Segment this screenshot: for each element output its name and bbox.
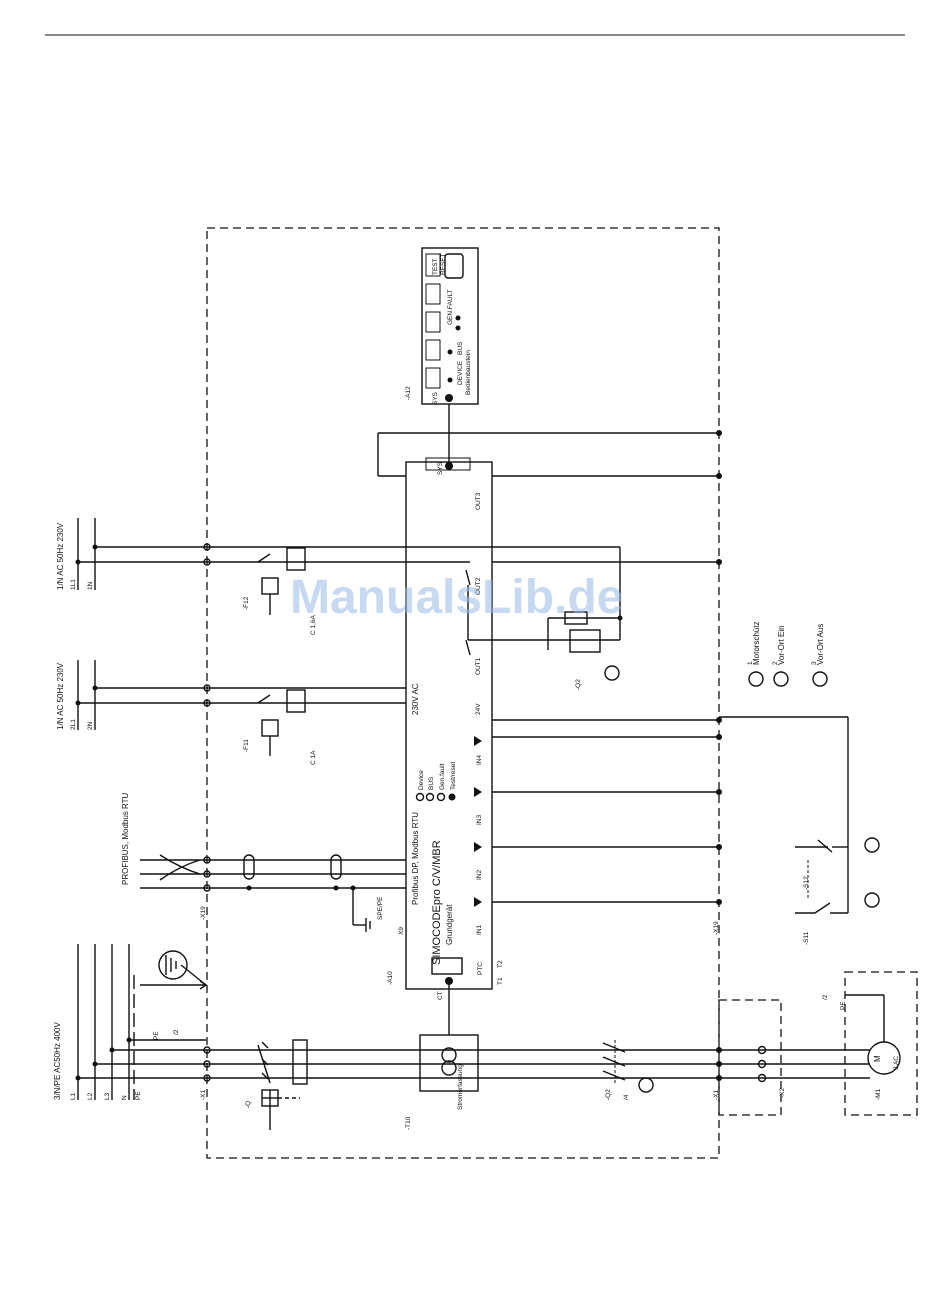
- svg-text:PE: PE: [840, 1001, 847, 1010]
- svg-text:-M1: -M1: [875, 1088, 882, 1100]
- motor-m1: [845, 994, 901, 1075]
- svg-text:-X2: -X2: [779, 1088, 786, 1099]
- legend-vor-ort-aus: Vor-Ort Aus: [816, 624, 825, 665]
- svg-text:TEST: TEST: [432, 258, 439, 275]
- svg-text:IN2: IN2: [476, 870, 483, 881]
- svg-text:DEVICE: DEVICE: [457, 360, 464, 385]
- svg-text:C 1,6A: C 1,6A: [310, 614, 317, 635]
- aux-supply-wiring: [75, 518, 620, 756]
- svg-text:PTC: PTC: [477, 962, 484, 975]
- svg-text:-S12: -S12: [803, 876, 810, 890]
- motor-enclosure: [844, 971, 918, 1116]
- svg-text:L2: L2: [87, 1092, 94, 1100]
- svg-text:IN1: IN1: [476, 925, 483, 936]
- svg-text:RESET: RESET: [440, 253, 447, 275]
- profibus-wiring: [140, 854, 406, 932]
- svg-text:-Q2: -Q2: [605, 1089, 612, 1100]
- svg-text:Test/reset: Test/reset: [450, 762, 457, 790]
- svg-text:SYS: SYS: [437, 461, 444, 475]
- supply2-label: 1/N AC 50Hz 230V: [56, 662, 65, 730]
- svg-text:OUT1: OUT1: [475, 657, 482, 675]
- svg-text:T2: T2: [497, 960, 504, 968]
- svg-text:24V: 24V: [475, 703, 482, 715]
- svg-text:GEN.FAULT: GEN.FAULT: [447, 289, 454, 325]
- svg-text:OUT2: OUT2: [475, 577, 482, 595]
- cabinet-enclosure: [206, 227, 720, 1159]
- svg-text:PE: PE: [135, 1091, 142, 1100]
- svg-text:CT: CT: [437, 991, 444, 1000]
- svg-text:Device: Device: [418, 770, 425, 790]
- svg-text:M: M: [873, 1055, 882, 1062]
- legend-circles: [604, 665, 880, 1093]
- ct-connector: [431, 957, 463, 975]
- svg-text:/4: /4: [623, 1094, 630, 1100]
- svg-text:1: 1: [747, 661, 754, 665]
- svg-text:1L1: 1L1: [70, 579, 77, 590]
- profibus-label: PROFIBUS, Modbus RTU: [121, 792, 130, 885]
- device-title: SIMOCODEpro C/V/MBR: [431, 840, 443, 965]
- svg-text:-A12: -A12: [405, 386, 412, 400]
- device-input-terminals: [474, 716, 849, 914]
- svg-text:BUS: BUS: [457, 341, 464, 355]
- main-breaker-q: [257, 1039, 308, 1130]
- x2-enclosure: [718, 999, 782, 1116]
- svg-text:-F12: -F12: [243, 596, 250, 610]
- text-labels: 3/N/PE AC50Hz 400V L1 L2 L3 N PE 1/N AC …: [53, 253, 900, 1130]
- svg-text:-F11: -F11: [243, 739, 250, 752]
- watermark: ManualsLib.de: [290, 571, 623, 624]
- svg-text:-X1: -X1: [713, 1090, 720, 1101]
- ct-port-icon: [445, 977, 453, 985]
- svg-text:2: 2: [772, 661, 779, 665]
- svg-text:-A10: -A10: [387, 971, 394, 985]
- svg-text:230V AC: 230V AC: [411, 683, 420, 715]
- contactor-q2-main: [602, 1040, 626, 1085]
- x1-terminals-out: [716, 1045, 870, 1083]
- svg-text:-T10: -T10: [405, 1116, 412, 1130]
- svg-text:-S11: -S11: [803, 931, 810, 945]
- svg-text:Bedienbaustein: Bedienbaustein: [465, 350, 472, 395]
- svg-text:Grundgerät: Grundgerät: [445, 904, 454, 945]
- svg-text:Stromerfassung: Stromerfassung: [457, 1064, 464, 1110]
- legend-motorschuetz: Motorschütz: [752, 621, 761, 665]
- sys-connector: [425, 457, 471, 471]
- svg-text:-X1: -X1: [200, 1090, 207, 1101]
- svg-text:T1: T1: [497, 977, 504, 985]
- mains-label: 3/N/PE AC50Hz 400V: [53, 1022, 62, 1100]
- mains-supply: [75, 944, 720, 1100]
- svg-text:1N: 1N: [87, 581, 94, 590]
- svg-text:C 1A: C 1A: [310, 750, 317, 765]
- svg-text:/2: /2: [822, 994, 829, 1000]
- x1-terminals-in: [203, 1046, 211, 1082]
- svg-text:3: 3: [811, 661, 818, 665]
- legend-vor-ort-ein: Vor-Ort Ein: [777, 625, 786, 665]
- svg-text:N: N: [121, 1095, 128, 1100]
- svg-text:2N: 2N: [87, 721, 94, 730]
- svg-text:/2: /2: [173, 1029, 180, 1035]
- svg-text:-Q2: -Q2: [575, 679, 582, 690]
- svg-text:2L1: 2L1: [70, 719, 77, 730]
- svg-text:SPE/PE: SPE/PE: [377, 896, 384, 920]
- svg-text:-X19: -X19: [713, 921, 720, 935]
- device-output-wiring: [377, 404, 722, 656]
- svg-text:-X19: -X19: [200, 906, 207, 920]
- svg-text:L1: L1: [70, 1092, 77, 1100]
- svg-text:IN3: IN3: [476, 815, 483, 826]
- current-transformer-t10: [419, 985, 479, 1092]
- svg-text:OUT3: OUT3: [475, 492, 482, 510]
- svg-text:Gen.fault: Gen.fault: [439, 763, 446, 790]
- svg-text:L3: L3: [104, 1092, 111, 1100]
- svg-text:IN4: IN4: [476, 755, 483, 766]
- svg-text:BUS: BUS: [428, 776, 435, 790]
- operator-panel-a12: [421, 247, 479, 405]
- device-leds: [415, 792, 456, 802]
- svg-text:SYS: SYS: [432, 391, 439, 405]
- svg-text:PE: PE: [153, 1031, 160, 1040]
- svg-text:-Q: -Q: [245, 1101, 252, 1108]
- svg-text:3 AC: 3 AC: [893, 1056, 900, 1070]
- sys-port-icon: [445, 462, 453, 470]
- supply1-label: 1/N AC 50Hz 230V: [56, 522, 65, 590]
- svg-text:Profibus DP, Modbus RTU: Profibus DP, Modbus RTU: [411, 812, 420, 905]
- svg-text:X9: X9: [398, 927, 405, 935]
